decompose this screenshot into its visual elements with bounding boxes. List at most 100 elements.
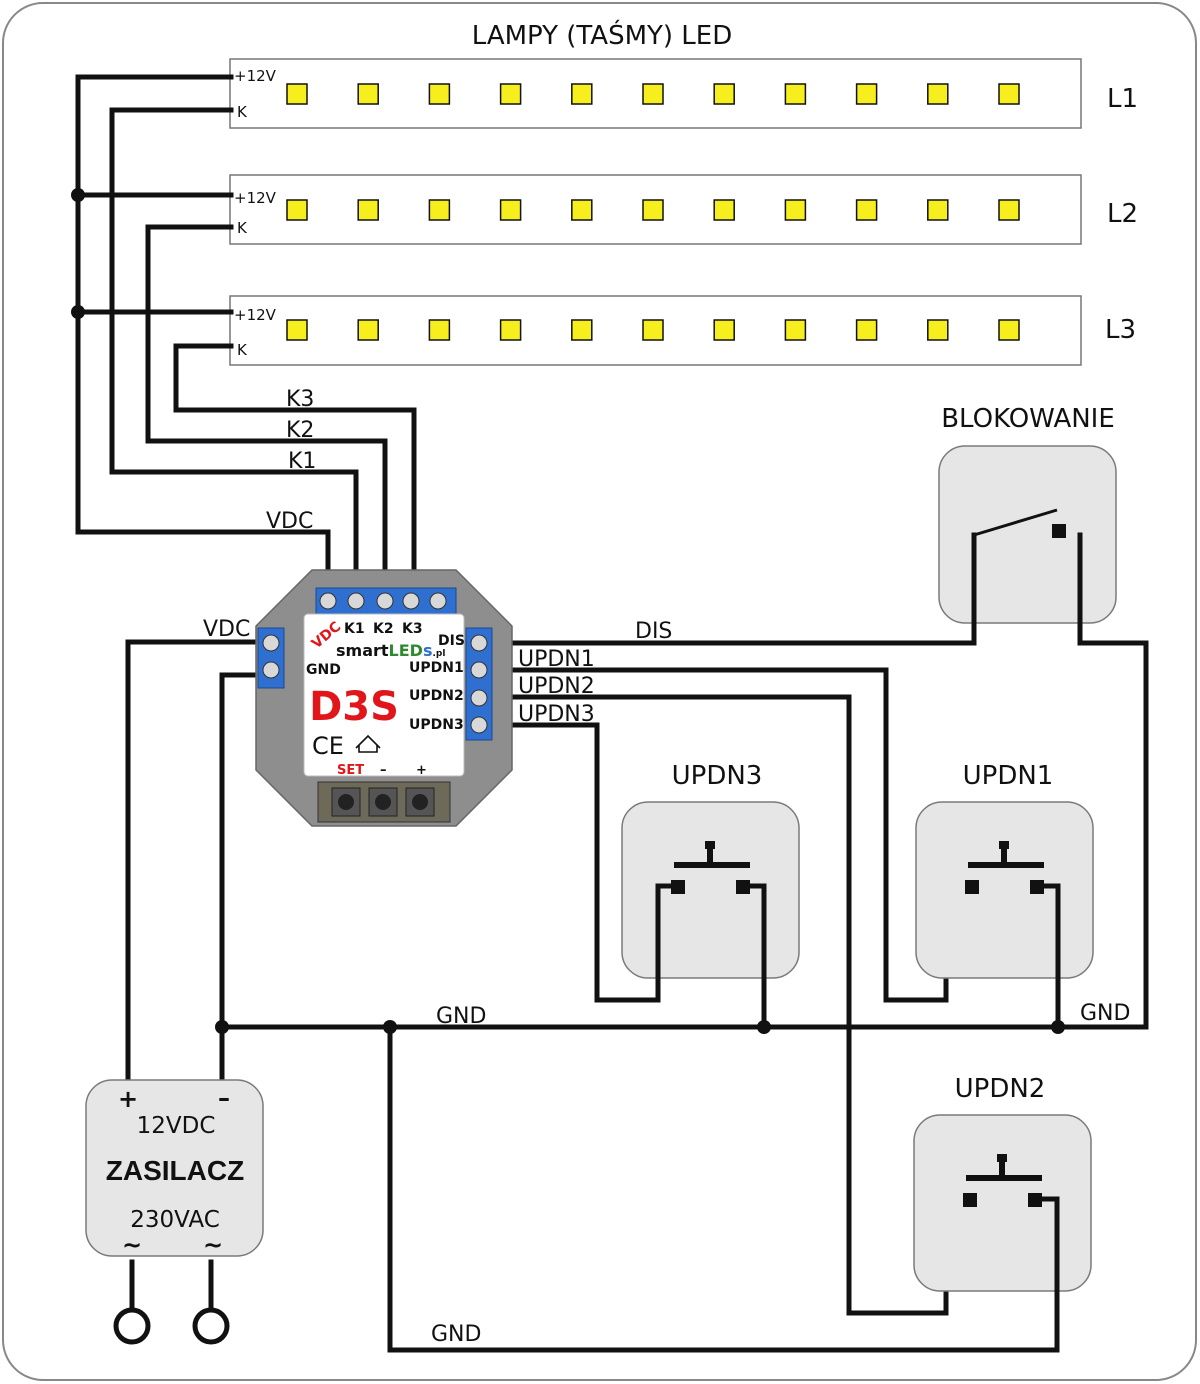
controller-updn2-label: UPDN2	[409, 688, 464, 704]
switch-updn3-title: UPDN3	[672, 761, 763, 791]
led-chip	[855, 319, 878, 341]
strip-l3-plus-label: +12V	[234, 306, 277, 324]
controller-label-card	[303, 613, 465, 777]
led-chip	[499, 83, 522, 105]
led-chip	[998, 199, 1020, 221]
power-supply-plus: +	[118, 1085, 138, 1113]
controller-k3-label: K3	[402, 621, 423, 637]
switch-updn1: UPDN1	[915, 761, 1094, 1030]
wire-label-gnd-bottom: GND	[431, 1322, 481, 1347]
wire-label-dis: DIS	[635, 619, 672, 644]
strip-l2-name: L2	[1107, 199, 1138, 229]
wire-vdc-supply	[125, 639, 268, 1083]
led-chip	[357, 199, 379, 221]
led-chip	[428, 199, 451, 221]
led-chip	[784, 83, 807, 105]
led-chip	[998, 319, 1020, 341]
wire-label-vdc-left: VDC	[203, 617, 250, 642]
switch-blokowanie-title: BLOKOWANIE	[941, 404, 1115, 434]
strip-l3-k-label: K	[237, 341, 248, 359]
led-chip	[571, 83, 593, 105]
led-chip	[855, 199, 878, 221]
led-chip	[642, 319, 664, 341]
minus-button[interactable]	[368, 787, 398, 817]
wire-label-updn1: UPDN1	[518, 647, 595, 672]
ce-mark: CE	[312, 732, 344, 760]
led-chip	[713, 199, 735, 221]
home-icon	[355, 734, 381, 753]
wire-k2	[145, 224, 388, 593]
ac-symbol-right: ~	[203, 1231, 223, 1259]
led-chip	[927, 199, 949, 221]
led-chip	[642, 199, 664, 221]
led-chip	[784, 319, 807, 341]
wire-k1	[109, 107, 359, 593]
strip-l3-leds	[286, 319, 1020, 341]
set-button[interactable]	[331, 787, 361, 817]
strip-l2-plus-label: +12V	[234, 189, 277, 207]
wire-label-k1: K1	[288, 449, 316, 474]
plus-button[interactable]	[405, 787, 435, 817]
led-chip	[286, 199, 308, 221]
led-chip	[784, 199, 807, 221]
strip-l2-leds	[286, 199, 1020, 221]
switch-blokowanie: BLOKOWANIE	[938, 404, 1117, 626]
junction-l2	[71, 188, 85, 202]
power-supply-output: 12VDC	[137, 1113, 216, 1139]
led-strip-l1: +12V K L1	[229, 58, 1138, 129]
switch-updn3: UPDN3	[621, 761, 800, 1030]
led-chip	[357, 83, 379, 105]
switch-updn1-title: UPDN1	[963, 761, 1054, 791]
led-chip	[499, 199, 522, 221]
led-chip	[927, 319, 949, 341]
wire-plus12v	[75, 74, 331, 593]
junction-gnd-updn2	[383, 1020, 397, 1034]
power-supply-input: 230VAC	[130, 1207, 220, 1233]
led-chip	[499, 319, 522, 341]
wire-label-gnd-right: GND	[1080, 1001, 1130, 1026]
led-chip	[571, 319, 593, 341]
controller-d3s: VDC K1 K2 K3 GND DIS UPDN1 UPDN2 UPDN3 s…	[255, 569, 513, 827]
led-strip-l3: +12V K L3	[229, 295, 1136, 366]
wire-label-updn2: UPDN2	[518, 674, 595, 699]
ac-symbol-left: ~	[122, 1231, 142, 1259]
wire-label-gnd-mid: GND	[436, 1004, 486, 1029]
controller-model: D3S	[309, 684, 399, 730]
power-supply: + – 12VDC ZASILACZ 230VAC ~ ~	[85, 1079, 264, 1345]
wire-label-updn3: UPDN3	[518, 702, 595, 727]
led-chip	[855, 83, 878, 105]
button-set-label: SET	[337, 763, 364, 778]
led-chip	[428, 83, 451, 105]
strip-l2-k-label: K	[237, 219, 248, 237]
controller-updn3-label: UPDN3	[409, 717, 464, 733]
button-plus-label: +	[416, 763, 427, 778]
led-chip	[286, 83, 308, 105]
strip-l1-k-label: K	[237, 103, 248, 121]
switch-updn2: UPDN2	[913, 1074, 1092, 1353]
controller-updn1-label: UPDN1	[409, 660, 464, 676]
strip-l3-name: L3	[1105, 315, 1136, 345]
led-chip	[927, 83, 949, 105]
led-chip	[428, 319, 451, 341]
strip-l1-name: L1	[1107, 84, 1138, 114]
led-chip	[286, 319, 308, 341]
mains-terminal-right	[192, 1307, 230, 1345]
controller-brand: smartLEDs.pl	[336, 641, 445, 660]
strip-l1-leds	[286, 83, 1020, 105]
controller-k1-label: K1	[344, 621, 365, 637]
power-supply-name: ZASILACZ	[106, 1155, 244, 1186]
wire-gnd-supply	[219, 672, 268, 1083]
wire-k3	[173, 343, 417, 593]
wire-label-k3: K3	[286, 387, 314, 412]
button-minus-label: –	[380, 763, 387, 778]
junction-gnd-supply	[215, 1020, 229, 1034]
diagram-title: LAMPY (TAŚMY) LED	[472, 19, 733, 51]
led-chip	[713, 319, 735, 341]
controller-gnd-label: GND	[306, 662, 341, 678]
power-supply-minus: –	[218, 1084, 230, 1112]
led-chip	[642, 83, 664, 105]
led-chip	[998, 83, 1020, 105]
switch-updn2-title: UPDN2	[955, 1074, 1046, 1104]
wire-label-vdc-top: VDC	[266, 509, 313, 534]
